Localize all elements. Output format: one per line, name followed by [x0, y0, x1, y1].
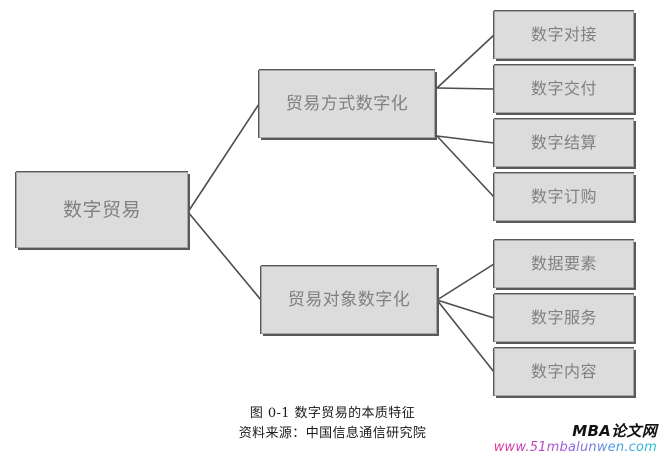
connector-branch-0-to-leaf-1	[436, 87, 495, 90]
node-branch-trade-object-digitalization[interactable]: 贸易对象数字化	[261, 266, 437, 334]
connector-root-to-branch-0	[187, 103, 260, 213]
node-leaf-data-elements[interactable]: 数据要素	[494, 240, 634, 288]
node-branch-trade-mode-digitalization[interactable]: 贸易方式数字化	[259, 70, 435, 138]
node-leaf-digital-ordering[interactable]: 数字订购	[494, 173, 634, 221]
connector-branch-0-to-leaf-3	[436, 135, 495, 198]
node-leaf-0-label: 数字对接	[530, 25, 597, 44]
figure-caption-source: 资料来源：中国信息通信研究院	[238, 426, 427, 441]
node-leaf-5-label: 数字服务	[530, 308, 597, 327]
node-leaf-digital-delivery[interactable]: 数字交付	[494, 65, 634, 113]
watermark: MBA论文网 www.51mbalunwen.com	[494, 423, 657, 456]
figure-caption-title: 图 0-1 数字贸易的本质特征	[249, 406, 416, 421]
node-leaf-2-label: 数字结算	[530, 133, 597, 152]
watermark-title: MBA论文网	[572, 422, 657, 440]
node-leaf-6-label: 数字内容	[530, 362, 597, 381]
connector-branch-0-to-leaf-0	[436, 34, 495, 89]
connector-branch-1-to-leaf-6	[436, 299, 495, 373]
node-leaf-digital-settlement[interactable]: 数字结算	[494, 119, 634, 167]
node-leaf-digital-content[interactable]: 数字内容	[494, 348, 634, 396]
node-leaf-4-label: 数据要素	[530, 254, 597, 273]
node-root-label: 数字贸易	[62, 198, 141, 221]
node-root-digital-trade[interactable]: 数字贸易	[16, 172, 188, 248]
node-leaf-1-label: 数字交付	[530, 79, 597, 98]
node-branch-1-label: 贸易对象数字化	[287, 289, 411, 310]
connector-root-to-branch-1	[187, 211, 262, 301]
connector-branch-0-to-leaf-2	[436, 135, 495, 144]
node-leaf-3-label: 数字订购	[530, 187, 597, 206]
figure-caption: 图 0-1 数字贸易的本质特征 资料来源：中国信息通信研究院	[0, 404, 665, 444]
node-branch-0-label: 贸易方式数字化	[285, 93, 409, 114]
node-leaf-digital-services[interactable]: 数字服务	[494, 294, 634, 342]
watermark-url: www.51mbalunwen.com	[493, 440, 657, 455]
connector-branch-1-to-leaf-4	[436, 263, 495, 301]
connector-branch-1-to-leaf-5	[436, 299, 495, 319]
node-leaf-digital-connection[interactable]: 数字对接	[494, 11, 634, 59]
